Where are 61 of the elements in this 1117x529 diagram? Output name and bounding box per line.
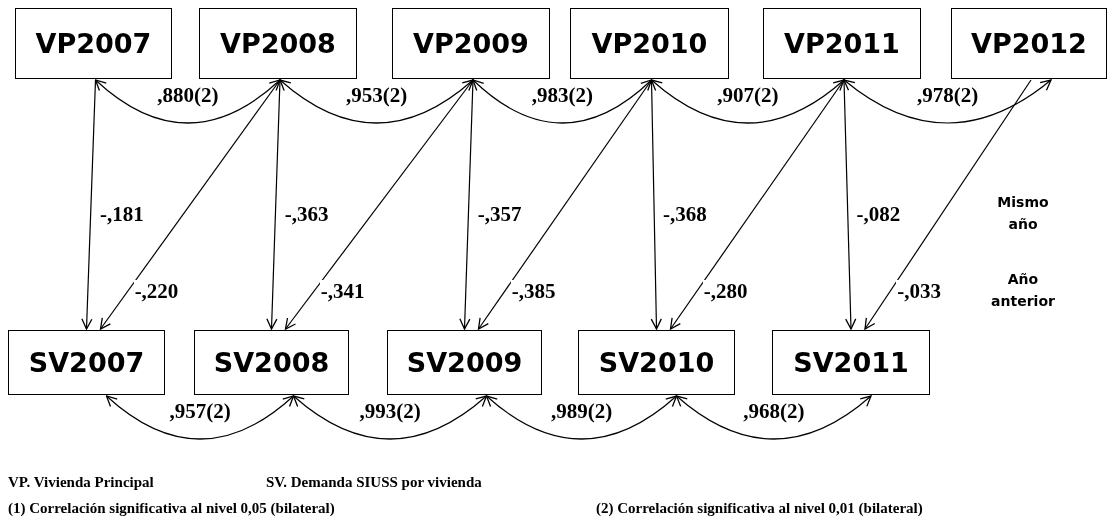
variable-name: VP2010 [591, 28, 708, 59]
edge-label: ,983(2) [530, 84, 594, 106]
variable-name: VP2012 [971, 28, 1087, 59]
correlation-arrow [843, 79, 857, 330]
edge-label: ,968(2) [742, 400, 806, 422]
correlation-arrow [459, 79, 474, 330]
edge-label: -,033 [896, 280, 942, 303]
correlation-arrow [864, 79, 1032, 330]
correlation-curve [279, 79, 474, 124]
variable-box [199, 8, 357, 79]
correlation-arrow [81, 79, 97, 330]
correlation-arrow [650, 79, 662, 330]
variable-box [570, 8, 729, 79]
edge-label: ,880(2) [156, 84, 220, 106]
correlation-curve [472, 79, 653, 124]
variable-box [951, 8, 1107, 79]
variable-box [578, 330, 735, 395]
edge-label: -,341 [319, 280, 366, 303]
variable-box [8, 330, 165, 395]
edge-label: -,280 [702, 280, 749, 303]
footnote: (2) Correlación significativa al nivel 0,01 (bilateral) [596, 500, 923, 517]
variable-box [194, 330, 349, 395]
edge-label: -,385 [510, 280, 557, 303]
correlation-curve [485, 395, 678, 440]
footnote: VP. Vivienda Principal [8, 474, 154, 491]
row-note: Mismo año [996, 193, 1050, 234]
correlation-arrow [284, 79, 474, 330]
edge-label: -,220 [133, 280, 180, 303]
row-note: Año anterior [990, 270, 1056, 311]
variable-name: SV2007 [28, 347, 145, 378]
edge-label: ,907(2) [716, 84, 780, 106]
variable-name: VP2008 [220, 28, 336, 59]
correlation-curve [105, 395, 295, 440]
variable-name: SV2008 [213, 347, 330, 378]
variable-name: VP2007 [35, 28, 152, 59]
variable-box [763, 8, 921, 79]
edge-label: ,989(2) [550, 400, 614, 422]
variable-name: SV2010 [598, 347, 715, 378]
correlation-curve [94, 79, 281, 124]
variable-box [387, 330, 542, 395]
edge-label: ,993(2) [358, 400, 422, 422]
variable-box [15, 8, 172, 79]
correlation-arrow [266, 79, 281, 330]
correlation-arrow [669, 79, 845, 330]
footnote: (1) Correlación significativa al nivel 0,05 (bilateral) [8, 500, 335, 517]
edge-label: ,957(2) [168, 400, 232, 422]
variable-name: VP2011 [784, 28, 900, 59]
variable-name: VP2009 [413, 28, 529, 59]
edge-label: ,978(2) [916, 84, 980, 106]
correlation-curve [650, 79, 845, 124]
variable-name: SV2011 [793, 347, 909, 378]
correlation-arrow [477, 79, 653, 330]
variable-box [772, 330, 930, 395]
variable-box [392, 8, 550, 79]
footnote: SV. Demanda SIUSS por vivienda [266, 474, 482, 491]
correlation-curve [292, 395, 488, 440]
correlation-arrow [99, 79, 281, 330]
correlation-curve [843, 79, 1052, 124]
edge-label: ,953(2) [345, 84, 409, 106]
correlation-curve [675, 395, 872, 440]
variable-name: SV2009 [406, 347, 523, 378]
